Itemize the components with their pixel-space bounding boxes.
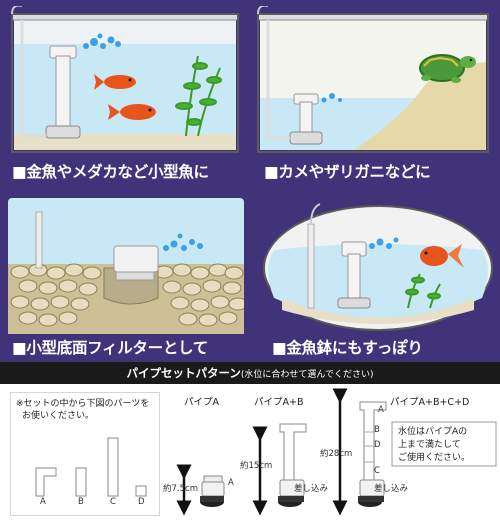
pump-ab [278, 423, 307, 507]
part-b-shape [75, 467, 87, 497]
height-a-label: 約7.5cm [163, 484, 198, 494]
pattern-ab-label: パイプA+B [254, 397, 304, 408]
parts-note-line2: お使いください。 [22, 411, 95, 421]
pipe-letter-b: B [374, 425, 380, 435]
insert-ab-label: 差し込み [294, 484, 329, 494]
pattern-a-label: パイプA [184, 397, 219, 408]
pipe-pattern-header: パイプセットパターン(水位に合わせて選んでください) [0, 362, 500, 384]
water-note-box [391, 421, 497, 467]
height-ab-label: 約15cm [240, 461, 273, 471]
pattern-a-part-label: A [228, 478, 234, 488]
part-a-shape [35, 467, 57, 497]
caption-small-fish: ■金魚やメダカなど小型魚に [12, 163, 209, 181]
caption-turtle: ■カメやザリガニなどに [264, 163, 431, 181]
pipe-pattern-subtitle: (水位に合わせて選んでください) [240, 370, 374, 380]
water-note-line2: 上まで満たして [398, 440, 461, 450]
insert-abcd-label: 差し込み [374, 484, 409, 494]
caption-bottom-filter: ■小型底面フィルターとして [12, 339, 208, 357]
height-abcd-label: 約28cm [320, 449, 353, 459]
water-note-line3: ご使用ください。 [398, 453, 471, 463]
part-c-shape [107, 437, 119, 497]
pump-abcd [358, 401, 387, 507]
pipe-letter-a: A [378, 405, 384, 415]
pipe-letter-c: C [374, 466, 380, 476]
part-d-shape [135, 485, 147, 497]
pipe-letter-d: D [374, 440, 381, 450]
pump-a [200, 475, 225, 507]
parts-box [10, 392, 160, 516]
pattern-abcd-label: パイプA+B+C+D [390, 397, 470, 408]
usage-illustrations: ■金魚やメダカなど小型魚に ■カメやザリガニなどに [0, 0, 500, 362]
bottom-filter-illustration [8, 198, 244, 334]
part-label-d: D [138, 497, 145, 507]
pipe-patterns-drawing [176, 388, 497, 516]
pipe-pattern-diagram: ※セットの中から下図のパーツを お使いください。 A B C D パイプA パイ… [0, 384, 500, 520]
caption-fishbowl: ■金魚鉢にもすっぽり [272, 339, 423, 357]
fishbowl-illustration [263, 203, 493, 331]
part-label-c: C [110, 497, 116, 507]
pipe-pattern-title: パイプセットパターン [126, 366, 241, 380]
part-label-a: A [40, 497, 46, 507]
aquarium-goldfish-illustration [11, 6, 239, 153]
parts-note-line1: ※セットの中から下図のパーツを [16, 399, 150, 409]
part-label-b: B [78, 497, 84, 507]
aquarium-turtle-illustration [257, 6, 489, 153]
water-note-line1: 水位はパイプAの [398, 427, 468, 437]
